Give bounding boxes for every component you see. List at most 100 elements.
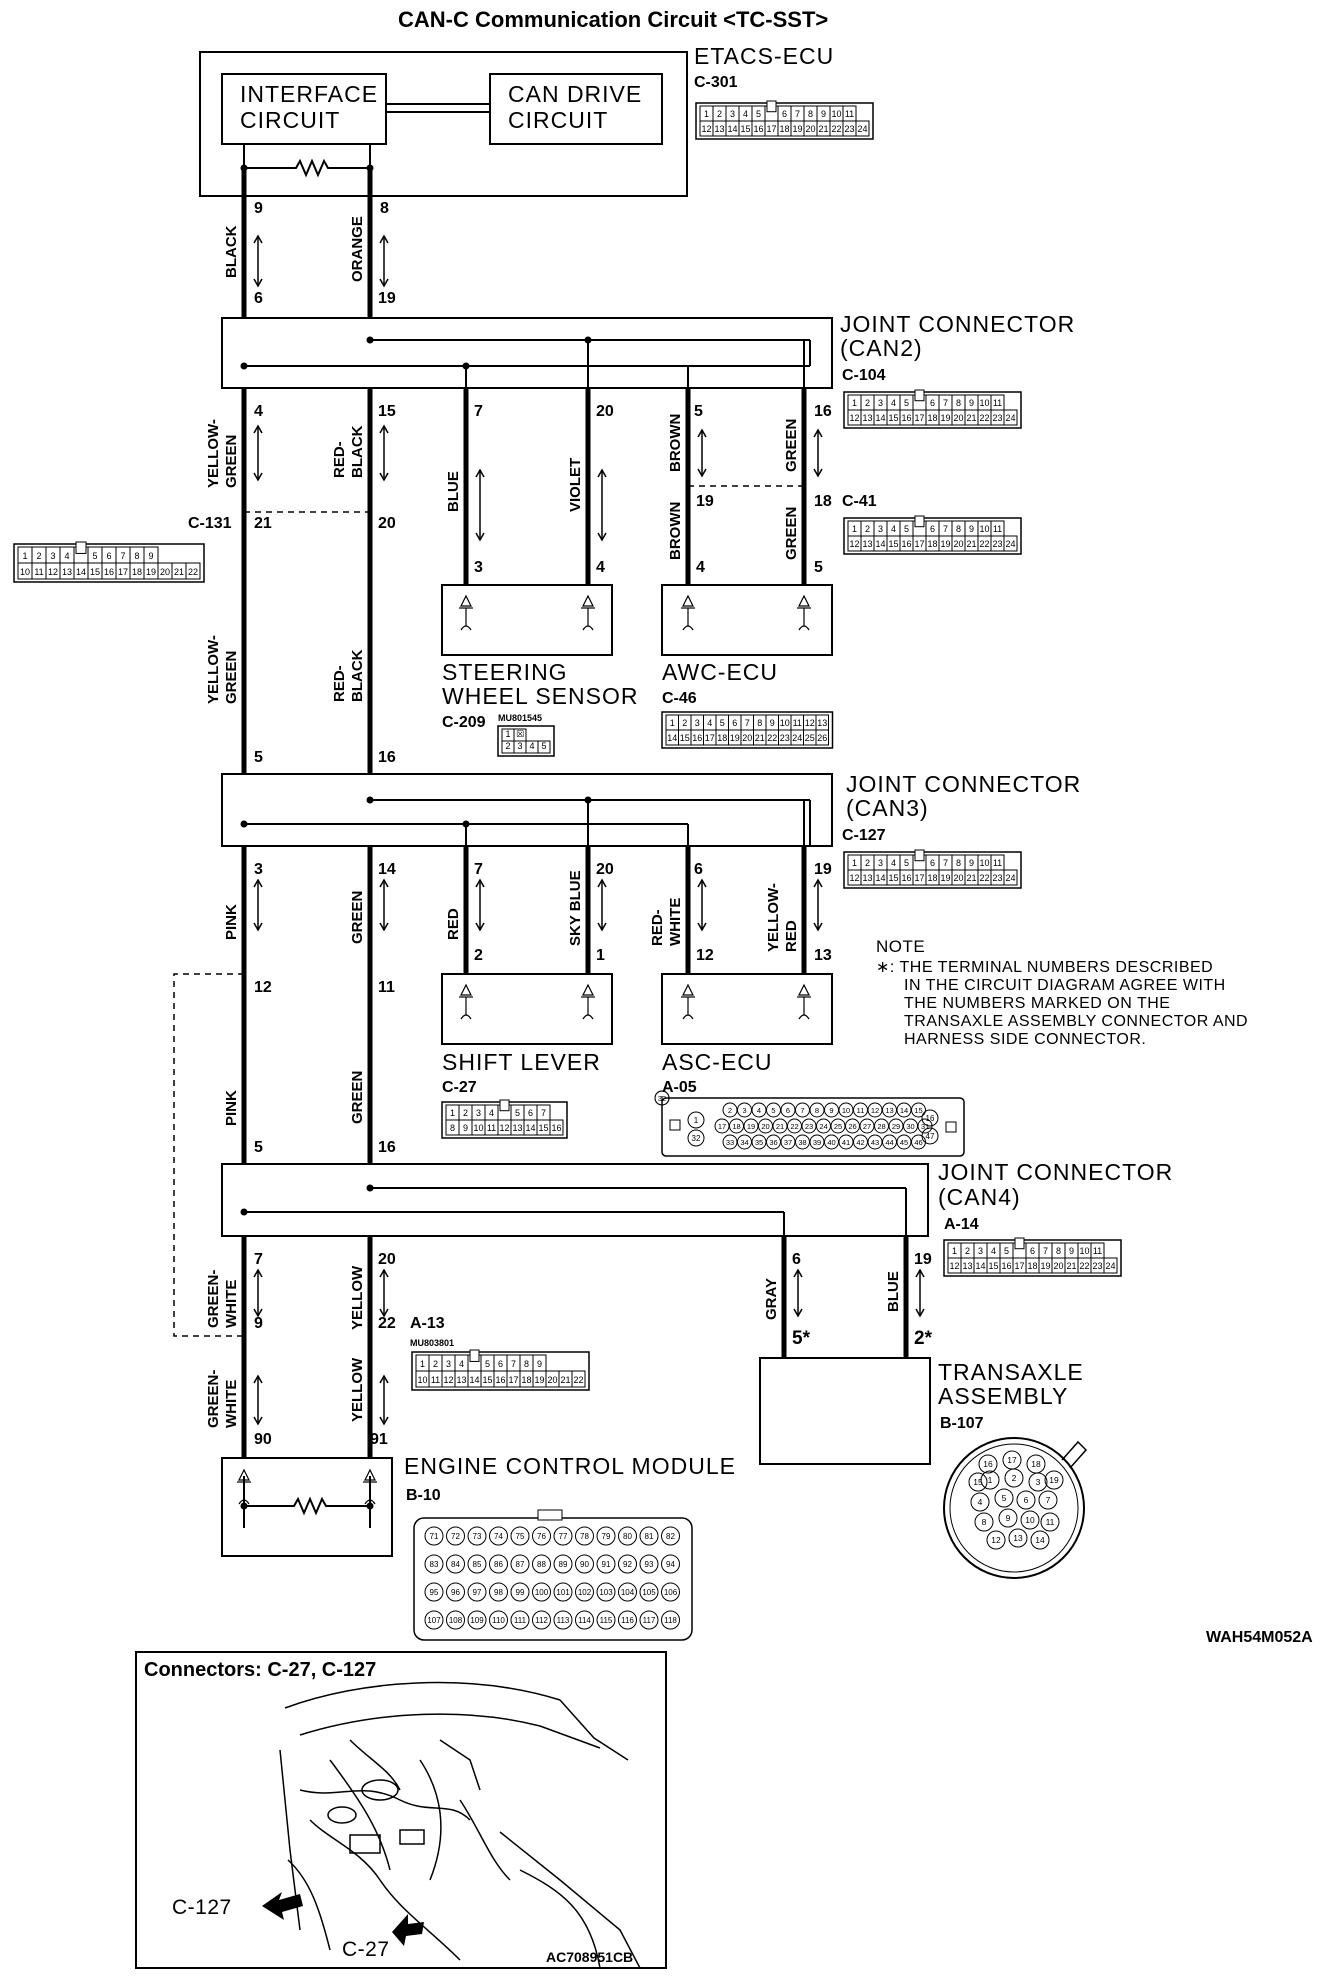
connector-pin-number: 24 (1005, 413, 1015, 423)
transaxle-assembly-name: TRANSAXLE ASSEMBLY (938, 1359, 1083, 1409)
asc-ecu-name: ASC-ECU (662, 1049, 773, 1075)
connector-pin-number: 2 (433, 1359, 438, 1369)
svg-text:RED-: RED- (331, 665, 348, 702)
svg-text:WHITE: WHITE (223, 1280, 240, 1328)
can2-connector-id: C-104 (842, 367, 886, 384)
wire-green-2: GREEN (783, 507, 800, 560)
connector-pin-number: 4 (991, 1246, 996, 1256)
connector-pin-number: 19 (1040, 1261, 1050, 1271)
connector-pin-number: 2 (505, 741, 510, 751)
wire-brown-1: BROWN (667, 414, 684, 472)
connector-pin-number: 118 (664, 1616, 677, 1625)
connector-pin-number: 16 (901, 873, 911, 883)
connector-pin-number: 6 (782, 109, 787, 119)
connector-pin-number: 22 (1079, 1261, 1089, 1271)
shift-lever-box (441, 973, 613, 1045)
connector-pin-number: 6 (930, 398, 935, 408)
connector-pin-number: 12 (48, 567, 58, 577)
connector-pin-number: 21 (966, 539, 976, 549)
connector-pin-number: 11 (34, 567, 43, 577)
connector-pin-number: 8 (524, 1359, 529, 1369)
connector-pin-number: 18 (927, 539, 937, 549)
connector-pin-number: 33 (726, 1138, 734, 1147)
connector-pin-number: 1 (670, 718, 675, 728)
wire-pink-1: PINK (223, 904, 240, 940)
pin-can4-in-r: 16 (378, 1139, 396, 1156)
connector-pin-number: 17 (766, 124, 776, 134)
connector-pin-number: 2 (463, 1108, 468, 1118)
connector-pin-number: 111 (514, 1616, 527, 1625)
pin-can3-out-5: 6 (694, 861, 703, 878)
connector-pin-number: 78 (580, 1532, 589, 1541)
connector-pin-number: 10 (473, 1123, 483, 1133)
connector-pin-number: 17 (705, 733, 715, 743)
connector-pin-number: 7 (943, 398, 948, 408)
connector-pin-number: 2 (728, 1106, 732, 1115)
joint-connector-can3-box (221, 773, 833, 847)
wire-yellow-2: YELLOW (349, 1357, 366, 1422)
connector-pin-number: 7 (795, 109, 800, 119)
bidirectional-arrow-icon (379, 878, 389, 932)
connector-pin-number: 12 (849, 413, 859, 423)
connector-pin-number: 20 (761, 1122, 769, 1131)
svg-text:YELLOW-: YELLOW- (205, 635, 222, 704)
connector-pin-number: 7 (1043, 1246, 1048, 1256)
wire-blue-1: BLUE (445, 471, 462, 512)
pin-can2-out-3: 7 (474, 403, 483, 420)
connector-pin-number: 91 (602, 1560, 611, 1569)
connector-location-inset (135, 1651, 667, 1969)
connector-pin-number: 113 (557, 1616, 570, 1625)
wire-brown-2: BROWN (667, 502, 684, 560)
connector-pin-number: 7 (800, 1106, 804, 1115)
connector-pin-number: 10 (831, 109, 841, 119)
connector-pin-number: 4 (489, 1108, 494, 1118)
connector-pin-number: 10 (979, 398, 989, 408)
connector-pin-number: 40 (827, 1138, 835, 1147)
awc-connector-id: C-46 (662, 690, 697, 707)
connector-pin-number: 9 (1069, 1246, 1074, 1256)
connector-pin-number: 41 (842, 1138, 850, 1147)
connector-pin-number: 6 (498, 1359, 503, 1369)
connector-pin-number: 17 (914, 873, 924, 883)
terminal-symbol-icon (797, 594, 811, 631)
can4-connector-id: A-14 (944, 1216, 979, 1233)
connector-pin-number: 18 (732, 1122, 740, 1131)
pin-awc-l: 4 (696, 559, 705, 576)
connector-pin-number: 3 (695, 718, 700, 728)
connector-pin-number: 9 (969, 398, 974, 408)
connector-pin-number: 11 (845, 109, 854, 119)
connector-pin-number: 12 (871, 1106, 879, 1115)
svg-text:WHEEL SENSOR: WHEEL SENSOR (442, 683, 638, 709)
pin-can3-in-r: 16 (378, 749, 396, 766)
location-c27: C-27 (342, 1938, 390, 1961)
pin-can3-in-l: 5 (254, 749, 263, 766)
pin-shift-r: 1 (596, 947, 605, 964)
connector-pin-number: 3 (878, 858, 883, 868)
pin-can4-out-2: 20 (378, 1251, 396, 1268)
wire-sky-blue: SKY BLUE (567, 870, 584, 946)
wire-label-yellow-green-2: YELLOW- GREEN (205, 635, 240, 704)
connector-pin-number: 5 (485, 1359, 490, 1369)
connector-pin-number: 10 (1025, 1515, 1035, 1525)
connector-pin-number: 11 (993, 858, 1002, 868)
connector-pin-number: 21 (776, 1122, 784, 1131)
connector-pin-number: 1 (505, 729, 510, 739)
connector-pin-number: 20 (805, 124, 815, 134)
connector-pin-number: 19 (940, 413, 950, 423)
connector-pin-number: 14 (875, 413, 885, 423)
connector-pin-number: 8 (956, 524, 961, 534)
connector-pin-number: 86 (494, 1560, 503, 1569)
connector-pin-number: 14 (469, 1375, 479, 1385)
connector-pin-number: 1 (660, 1094, 664, 1103)
connector-pin-number: 102 (578, 1588, 592, 1597)
connector-pin-number: 5 (756, 109, 761, 119)
connector-pin-number: 18 (521, 1375, 531, 1385)
connector-pin-number: 94 (666, 1560, 675, 1569)
bidirectional-arrow-icon (813, 878, 823, 932)
bidirectional-arrow-icon (379, 234, 389, 288)
asc-connector-id: A-05 (662, 1079, 697, 1096)
connector-pin-number: 15 (988, 1261, 998, 1271)
connector-pin-number: 11 (857, 1106, 865, 1115)
svg-text:STEERING: STEERING (442, 659, 568, 685)
